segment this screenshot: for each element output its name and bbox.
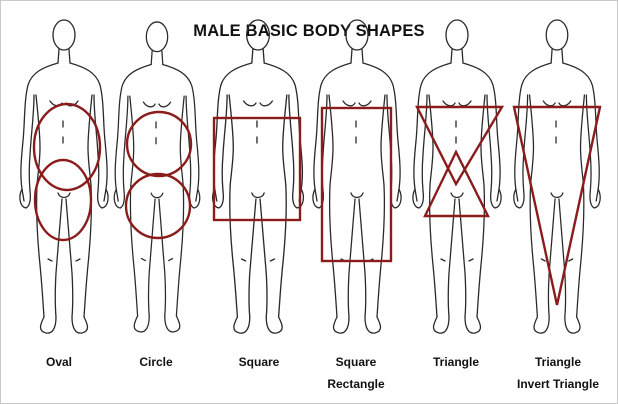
square-shape: [214, 118, 300, 220]
male-figure-square: [213, 20, 304, 333]
caption-square: Square: [228, 355, 290, 369]
top-inverted-triangle-shape: [417, 107, 502, 184]
male-figure-rectangle: [313, 20, 401, 333]
caption-square-rectangle-line1: Square: [321, 355, 391, 369]
male-figure-two-ovals: [20, 20, 108, 333]
caption-oval: Oval: [31, 355, 87, 369]
lower-circle-shape: [126, 174, 190, 238]
upper-oval-shape: [34, 104, 100, 190]
inverted-triangle-shape: [514, 107, 600, 305]
caption-invert-triangle-line2: Invert Triangle: [504, 377, 612, 391]
upper-circle-shape: [127, 112, 191, 176]
lower-oval-shape: [35, 160, 91, 240]
male-figure-inverted-triangle: [514, 20, 600, 333]
caption-triangle: Triangle: [416, 355, 496, 369]
body-figures-illustration: [1, 1, 617, 351]
caption-invert-triangle-line1: Triangle: [504, 355, 612, 369]
caption-square-rectangle-line2: Rectangle: [321, 377, 391, 391]
caption-circle: Circle: [126, 355, 186, 369]
male-figure-hourglass-triangles: [413, 20, 501, 333]
